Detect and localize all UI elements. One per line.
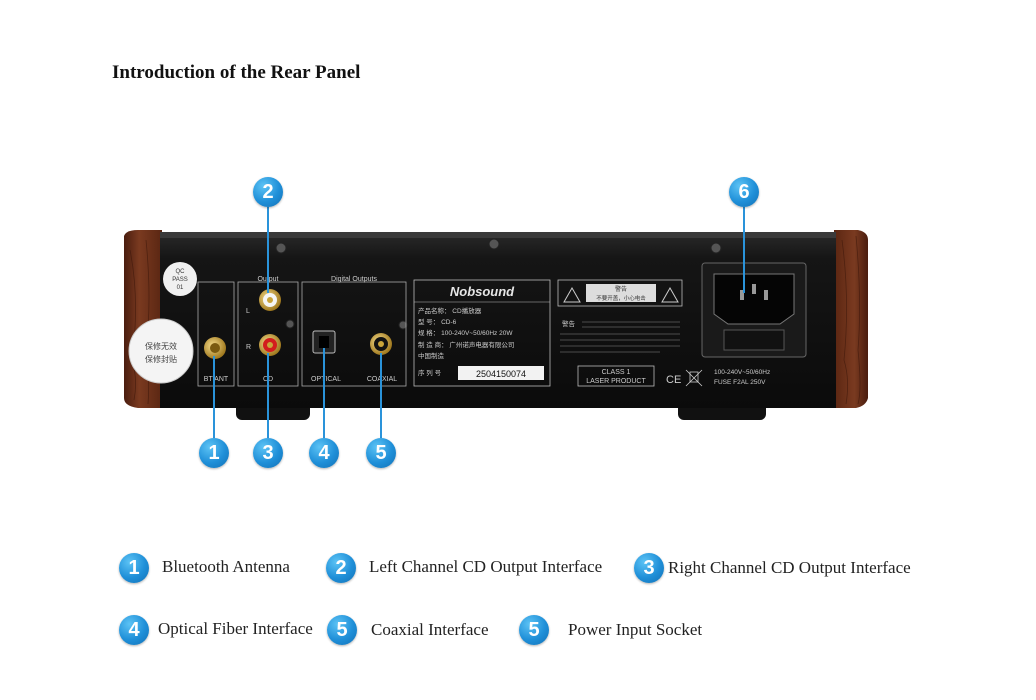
callout-badge-6: 6 xyxy=(729,177,759,207)
callout-line-1 xyxy=(213,356,215,438)
legend-label-2: Left Channel CD Output Interface xyxy=(369,557,603,576)
warning-label xyxy=(557,279,683,307)
svg-text:规 格： 100-240V~50/60Hz 20: 规 格： 100-240V~50/60Hz 20W xyxy=(418,328,513,337)
warranty-text-2: 保修封贴 xyxy=(145,354,177,364)
rca-left-port xyxy=(259,289,281,311)
legend-label-3: Right Channel CD Output Interface xyxy=(668,558,911,577)
svg-text:产品名称： CD播放器: 产品名称： CD播放器 xyxy=(418,306,482,315)
svg-text:序 列 号: 序 列 号 xyxy=(418,368,442,377)
callout-line-4 xyxy=(323,348,325,438)
svg-text:型 号： CD-6: 型 号： CD-6 xyxy=(418,317,457,326)
callout-badge-3: 3 xyxy=(253,438,283,468)
callout-badge-4: 4 xyxy=(309,438,339,468)
qc-sticker xyxy=(163,262,197,296)
page-title: Introduction of the Rear Panel xyxy=(112,62,361,83)
callout-line-3 xyxy=(267,353,269,438)
legend-badge-2: 2 xyxy=(326,553,356,583)
ce-mark: CE xyxy=(666,374,681,386)
legend-badge-6: 5 xyxy=(519,615,549,645)
svg-text:R: R xyxy=(246,344,251,351)
qc-text-1: QC xyxy=(176,269,186,275)
svg-text:中国制造: 中国制造 xyxy=(418,351,445,360)
callout-line-6 xyxy=(743,207,745,293)
callout-badge-5: 5 xyxy=(366,438,396,468)
weee-bin-icon xyxy=(685,369,703,387)
warranty-seal xyxy=(128,318,194,384)
warranty-text-1: 保修无效 xyxy=(145,341,177,351)
svg-text:BT ANT: BT ANT xyxy=(204,376,229,383)
laser-class-label xyxy=(577,365,655,387)
coaxial-port xyxy=(370,333,392,355)
svg-text:FUSE F2AL 250V: FUSE F2AL 250V xyxy=(714,379,766,386)
svg-text:不要开盖，小心电击: 不要开盖，小心电击 xyxy=(596,294,646,302)
brand-logo: Nobsound xyxy=(450,284,515,299)
digital-outputs-label: Digital Outputs xyxy=(331,276,377,283)
legend-label-4: Optical Fiber Interface xyxy=(158,619,313,638)
callout-badge-1: 1 xyxy=(199,438,229,468)
spec-label xyxy=(413,279,551,387)
svg-text:OPTICAL: OPTICAL xyxy=(311,376,341,383)
serial-box xyxy=(458,366,544,380)
rca-right-port xyxy=(259,334,281,356)
callout-line-2 xyxy=(267,207,269,293)
legend-badge-4: 4 xyxy=(119,615,149,645)
svg-text:警告: 警告 xyxy=(562,319,576,328)
qc-text-2: PASS xyxy=(172,277,188,283)
svg-text:警告: 警告 xyxy=(615,285,627,293)
svg-text:LASER PRODUCT: LASER PRODUCT xyxy=(586,378,646,385)
callout-badge-2: 2 xyxy=(253,177,283,207)
legend-badge-3: 3 xyxy=(634,553,664,583)
bt-antenna-port xyxy=(204,337,226,359)
callout-line-5 xyxy=(380,353,382,438)
wood-side-right xyxy=(834,230,868,408)
qc-text-3: 01 xyxy=(177,285,184,291)
serial-number: 2504150074 xyxy=(476,369,526,379)
legend-label-1: Bluetooth Antenna xyxy=(162,557,290,576)
svg-text:L: L xyxy=(246,308,250,315)
svg-text:CLASS 1: CLASS 1 xyxy=(602,369,631,376)
svg-text:制 造 商： 广州诺声电器有限公司: 制 造 商： 广州诺声电器有限公司 xyxy=(418,340,514,349)
power-socket xyxy=(701,262,807,358)
svg-text:COAXIAL: COAXIAL xyxy=(367,376,397,383)
legend-label-6: Power Input Socket xyxy=(568,620,703,639)
legend-label-5: Coaxial Interface xyxy=(371,620,489,639)
legend-badge-5: 5 xyxy=(327,615,357,645)
legend-badge-1: 1 xyxy=(119,553,149,583)
svg-text:100-240V~50/60Hz: 100-240V~50/60Hz xyxy=(714,369,770,376)
